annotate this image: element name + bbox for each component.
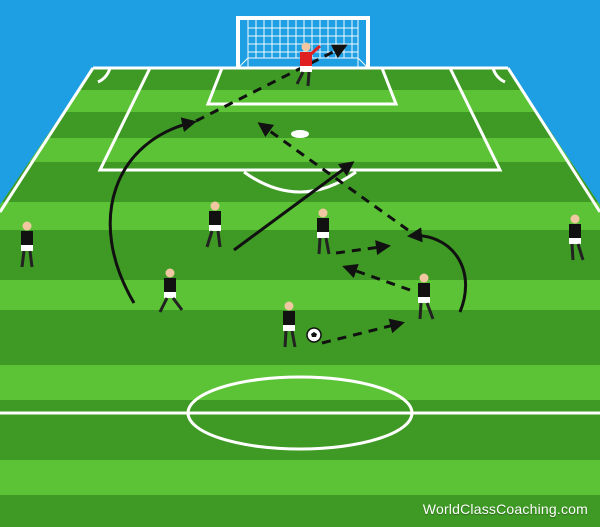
run-arrow-left-winger (108, 117, 197, 304)
pass-arrow-shot (195, 44, 348, 123)
goal-frame (236, 16, 370, 68)
pass-arrow-across (335, 240, 391, 256)
corner-arc-right (491, 67, 506, 84)
player-center (317, 208, 331, 255)
pitch-lines (0, 66, 600, 451)
soccer-ball (306, 327, 322, 343)
goal-box (205, 67, 399, 106)
run-arrows (108, 117, 467, 313)
sideline-left (0, 67, 95, 213)
penalty-spot (291, 130, 309, 138)
player-far-right (569, 214, 585, 261)
grass (0, 68, 600, 527)
center-circle (186, 375, 414, 451)
pass-arrow-to-box (257, 122, 409, 232)
sideline-right (506, 67, 600, 213)
pass-arrow-back (342, 263, 411, 292)
corner-arc-left (97, 67, 112, 84)
player-left-winger (158, 268, 184, 313)
player-far-left (20, 221, 34, 268)
pass-arrow-ball (321, 318, 405, 345)
watermark-text: WorldClassCoaching.com (422, 501, 588, 517)
run-arrow-center (233, 161, 355, 252)
players (20, 42, 585, 348)
player-left-mid (205, 201, 222, 248)
run-arrow-right-mid (407, 227, 467, 313)
player-right-mid (418, 273, 435, 320)
penalty-arc (243, 170, 357, 194)
penalty-box (97, 67, 503, 172)
player-with-ball (283, 301, 297, 348)
goalkeeper (295, 42, 321, 87)
pass-arrows (195, 44, 411, 345)
